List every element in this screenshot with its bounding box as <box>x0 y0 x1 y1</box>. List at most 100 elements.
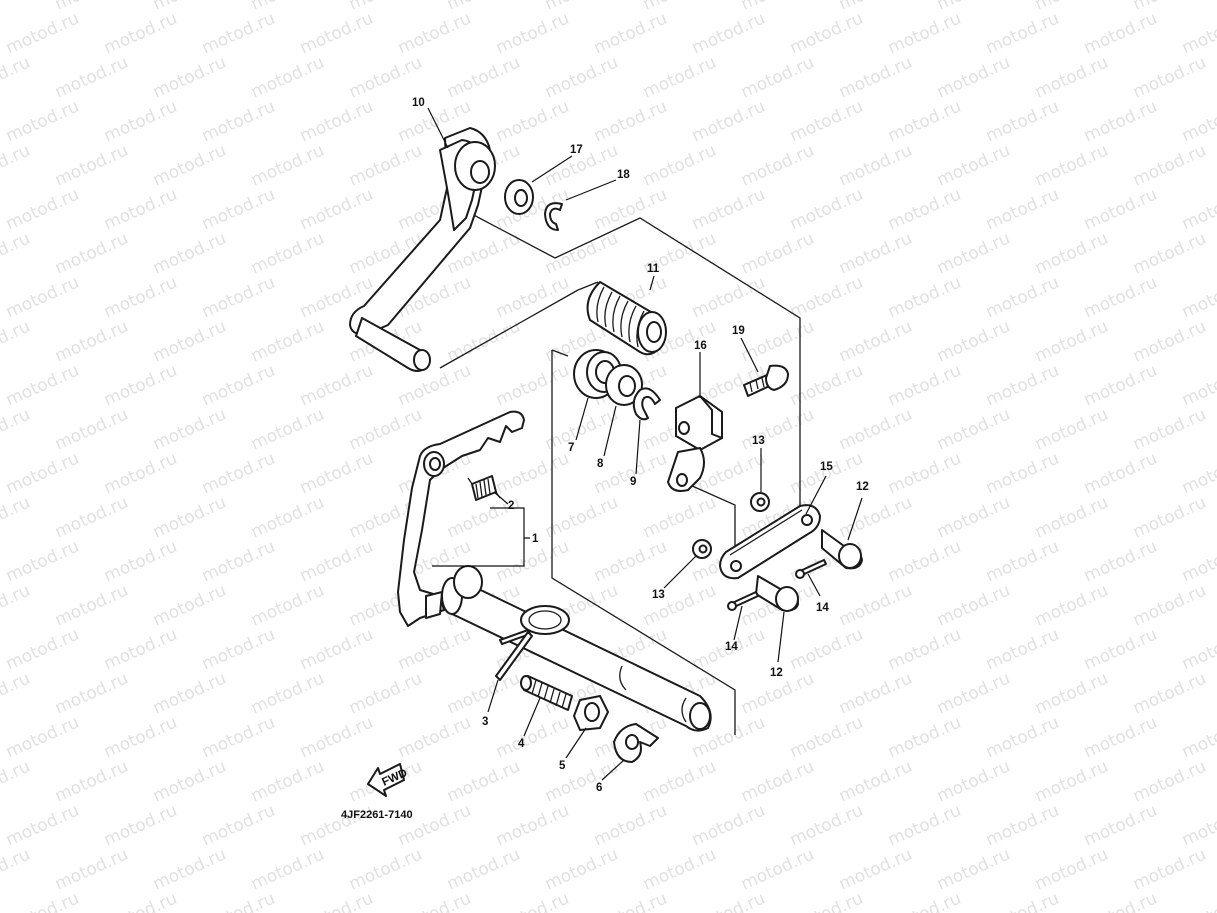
watermark-text: motod.ru <box>199 801 278 851</box>
watermark-text: motod.ru <box>738 229 817 279</box>
watermark-text: motod.ru <box>885 9 964 59</box>
watermark-text: motod.ru <box>591 185 670 235</box>
watermark-text: motod.ru <box>1179 361 1217 411</box>
link-rod-15 <box>719 504 821 580</box>
watermark-text: motod.ru <box>983 625 1062 675</box>
watermark-text: motod.ru <box>787 9 866 59</box>
watermark-text: motod.ru <box>101 625 180 675</box>
watermark-text: motod.ru <box>3 9 82 59</box>
watermark-text: motod.ru <box>983 449 1062 499</box>
callout-18: 18 <box>617 169 630 181</box>
watermark-text: motod.ru <box>1179 273 1217 323</box>
watermark-text: motod.ru <box>3 801 82 851</box>
watermark-text: motod.ru <box>885 625 964 675</box>
watermark-text: motod.ru <box>836 845 915 895</box>
watermark-text: motod.ru <box>934 53 1013 103</box>
watermark-text: motod.ru <box>297 185 376 235</box>
watermark-text: motod.ru <box>444 757 523 807</box>
watermark-text: motod.ru <box>689 185 768 235</box>
watermark-text: motod.ru <box>542 493 621 543</box>
callout-4: 4 <box>518 738 525 750</box>
watermark-text: motod.ru <box>885 889 964 913</box>
watermark-text: motod.ru <box>52 229 131 279</box>
watermark-text: motod.ru <box>689 889 768 913</box>
watermark-text: motod.ru <box>248 229 327 279</box>
shift-shaft-plate <box>397 410 525 627</box>
watermark-text: motod.ru <box>297 537 376 587</box>
watermark-text: motod.ru <box>983 889 1062 913</box>
watermark-text: motod.ru <box>934 141 1013 191</box>
watermark-text: motod.ru <box>885 713 964 763</box>
watermark-text: motod.ru <box>738 53 817 103</box>
watermark-text: motod.ru <box>297 889 376 913</box>
watermark-text: motod.ru <box>297 9 376 59</box>
watermark-text: motod.ru <box>199 185 278 235</box>
watermark-text: motod.ru <box>346 845 425 895</box>
watermark-text: motod.ru <box>1081 625 1160 675</box>
watermark-text: motod.ru <box>101 97 180 147</box>
watermark-text: motod.ru <box>640 493 719 543</box>
callout-8: 8 <box>597 458 604 470</box>
watermark-text: motod.ru <box>0 845 33 895</box>
watermark-text: motod.ru <box>199 361 278 411</box>
watermark-text: motod.ru <box>1032 141 1111 191</box>
watermark-text: motod.ru <box>1179 185 1217 235</box>
watermark-text: motod.ru <box>199 97 278 147</box>
watermark-text: motod.ru <box>640 757 719 807</box>
watermark-text: motod.ru <box>1130 317 1209 367</box>
watermark-text: motod.ru <box>150 757 229 807</box>
watermark-text: motod.ru <box>787 801 866 851</box>
shift-pedal <box>349 127 496 372</box>
watermark-text: motod.ru <box>101 185 180 235</box>
watermark-text: motod.ru <box>493 801 572 851</box>
clevis-pin-12-right <box>821 529 863 570</box>
watermark-text: motod.ru <box>738 757 817 807</box>
watermark-text: motod.ru <box>3 889 82 913</box>
watermark-text: motod.ru <box>885 801 964 851</box>
watermark-text: motod.ru <box>444 53 523 103</box>
watermark-text: motod.ru <box>101 9 180 59</box>
watermark-text: motod.ru <box>150 229 229 279</box>
watermark-text: motod.ru <box>493 97 572 147</box>
watermark-text: motod.ru <box>1179 625 1217 675</box>
callout-15: 15 <box>820 461 833 473</box>
watermark-text: motod.ru <box>3 97 82 147</box>
watermark-text: motod.ru <box>493 9 572 59</box>
watermark-text: motod.ru <box>1179 537 1217 587</box>
watermark-text: motod.ru <box>444 845 523 895</box>
watermark-text: motod.ru <box>199 625 278 675</box>
watermark-text: motod.ru <box>787 361 866 411</box>
callout-9: 9 <box>630 476 636 488</box>
watermark-text: motod.ru <box>248 53 327 103</box>
callout-5: 5 <box>559 760 566 772</box>
nut-5 <box>573 695 609 731</box>
watermark-text: motod.ru <box>542 845 621 895</box>
watermark-text: motod.ru <box>934 229 1013 279</box>
cotter-pin-14-lower <box>727 591 759 611</box>
watermark-text: motod.ru <box>591 9 670 59</box>
watermark-text: motod.ru <box>248 845 327 895</box>
watermark-text: motod.ru <box>0 0 33 15</box>
watermark-text: motod.ru <box>395 889 474 913</box>
watermark-text: motod.ru <box>150 405 229 455</box>
reference-frame <box>439 211 801 735</box>
watermark-text: motod.ru <box>591 537 670 587</box>
watermark-text: motod.ru <box>1081 801 1160 851</box>
callout-1: 1 <box>532 533 539 545</box>
watermark-text: motod.ru <box>52 317 131 367</box>
watermark-text: motod.ru <box>199 889 278 913</box>
watermark-text: motod.ru <box>1081 361 1160 411</box>
watermark-text: motod.ru <box>101 361 180 411</box>
callout-3: 3 <box>482 716 488 728</box>
watermark-text: motod.ru <box>1032 669 1111 719</box>
threaded-stud-4 <box>520 675 573 711</box>
circlip-18 <box>544 202 563 231</box>
washer-8 <box>605 364 643 406</box>
bolt-19 <box>743 364 789 397</box>
watermark-text: motod.ru <box>1032 757 1111 807</box>
watermark-text: motod.ru <box>1081 97 1160 147</box>
watermark-text: motod.ru <box>689 97 768 147</box>
lock-washer-6 <box>613 723 659 763</box>
watermark-text: motod.ru <box>983 713 1062 763</box>
